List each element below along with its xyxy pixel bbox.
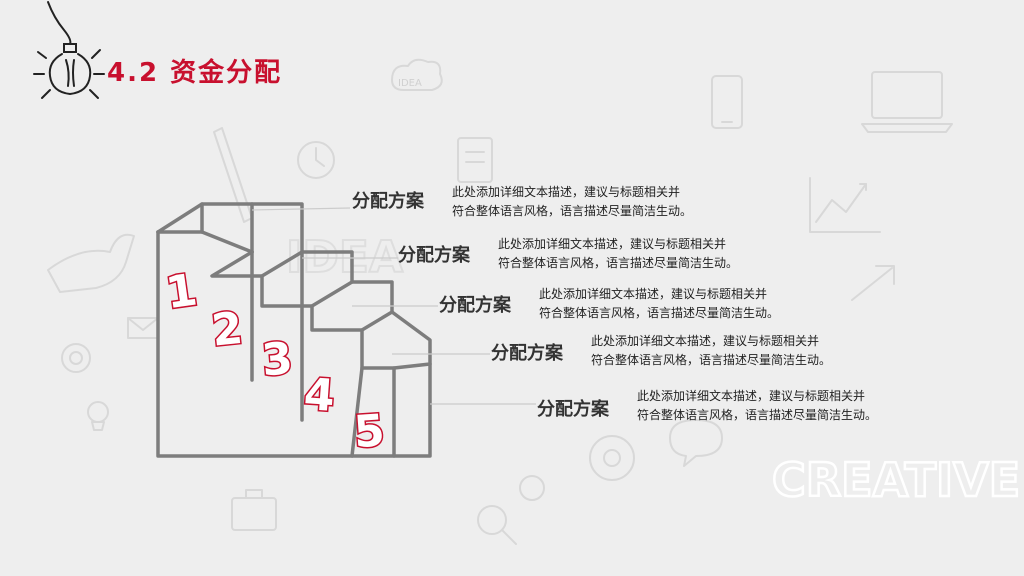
chat-doodle-icon (669, 419, 723, 467)
step-heading: 分配方案 (537, 399, 609, 420)
step-heading: 分配方案 (398, 245, 470, 266)
step-description-line: 符合整体语言风格，语言描述尽量简洁生动。 (452, 204, 693, 218)
step-description-line: 此处添加详细文本描述，建议与标题相关并 (637, 389, 866, 403)
step-description-line: 符合整体语言风格，语言描述尽量简洁生动。 (637, 408, 878, 422)
step-description-line: 符合整体语言风格，语言描述尽量简洁生动。 (498, 256, 739, 270)
magnifier-doodle-icon (477, 505, 517, 545)
briefcase-doodle-icon (231, 489, 277, 531)
step-description: 此处添加详细文本描述，建议与标题相关并 符合整体语言风格，语言描述尽量简洁生动。 (591, 332, 831, 370)
step-description-line: 符合整体语言风格，语言描述尽量简洁生动。 (539, 306, 780, 320)
step-description: 此处添加详细文本描述，建议与标题相关并 符合整体语言风格，语言描述尽量简洁生动。 (452, 183, 692, 221)
step-number-5: 5 (352, 405, 386, 458)
at-sign-doodle-icon (61, 343, 91, 373)
step-number-4: 4 (302, 369, 336, 422)
pencil-doodle-icon (213, 127, 253, 223)
step-number-3: 3 (260, 333, 295, 386)
page-title: 4.2 资金分配 (107, 58, 283, 88)
line-chart-doodle-icon (809, 177, 881, 233)
idea-bubble-text: IDEA (398, 78, 422, 89)
gear-doodle-icon (519, 435, 635, 501)
step-description: 此处添加详细文本描述，建议与标题相关并 符合整体语言风格，语言描述尽量简洁生动。 (637, 387, 877, 425)
bulb-doodle-icon (87, 401, 109, 431)
step-heading: 分配方案 (491, 343, 563, 364)
step-description-line: 符合整体语言风格，语言描述尽量简洁生动。 (591, 353, 832, 367)
step-number-2: 2 (209, 303, 245, 357)
laptop-doodle-icon (861, 71, 953, 133)
clipboard-doodle-icon (457, 137, 493, 183)
arrow-doodle-icon (851, 265, 895, 301)
step-description-line: 此处添加详细文本描述，建议与标题相关并 (452, 185, 681, 199)
step-description: 此处添加详细文本描述，建议与标题相关并 符合整体语言风格，语言描述尽量简洁生动。 (498, 235, 738, 273)
step-description-line: 此处添加详细文本描述，建议与标题相关并 (498, 237, 727, 251)
step-description-line: 此处添加详细文本描述，建议与标题相关并 (591, 334, 820, 348)
clock-doodle-icon (297, 141, 335, 179)
hand-doodle-icon (47, 233, 135, 293)
step-number-1: 1 (163, 264, 200, 319)
step-description: 此处添加详细文本描述，建议与标题相关并 符合整体语言风格，语言描述尽量简洁生动。 (539, 285, 779, 323)
step-heading: 分配方案 (439, 295, 511, 316)
step-description-line: 此处添加详细文本描述，建议与标题相关并 (539, 287, 768, 301)
phone-doodle-icon (711, 75, 743, 129)
step-heading: 分配方案 (352, 191, 424, 212)
idea-cloud-doodle-icon (391, 58, 443, 91)
lightbulb-icon (33, 1, 105, 99)
creative-watermark-text: CREATIVE (772, 453, 1020, 507)
